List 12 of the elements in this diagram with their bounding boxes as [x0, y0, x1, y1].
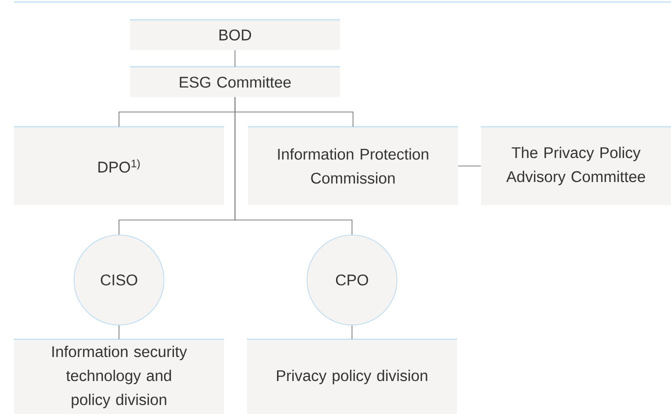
- org-box: Information security technology and policy division: [13, 338, 225, 414]
- org-box: The Privacy Policy Advisory Committee: [480, 126, 671, 205]
- org-box: Privacy policy division: [246, 338, 458, 414]
- connector-line: [234, 50, 236, 68]
- circle-node: CISO: [74, 234, 164, 326]
- circle-node: CPO: [306, 234, 398, 326]
- org-box: Information Protection Commission: [247, 126, 459, 205]
- connector-line: [234, 96, 352, 235]
- org-box: BOD: [129, 19, 341, 50]
- connector-line: [118, 325, 120, 340]
- org-box: DPO$^{1)}$: [13, 126, 225, 205]
- org-box: ESG Committee: [129, 66, 341, 97]
